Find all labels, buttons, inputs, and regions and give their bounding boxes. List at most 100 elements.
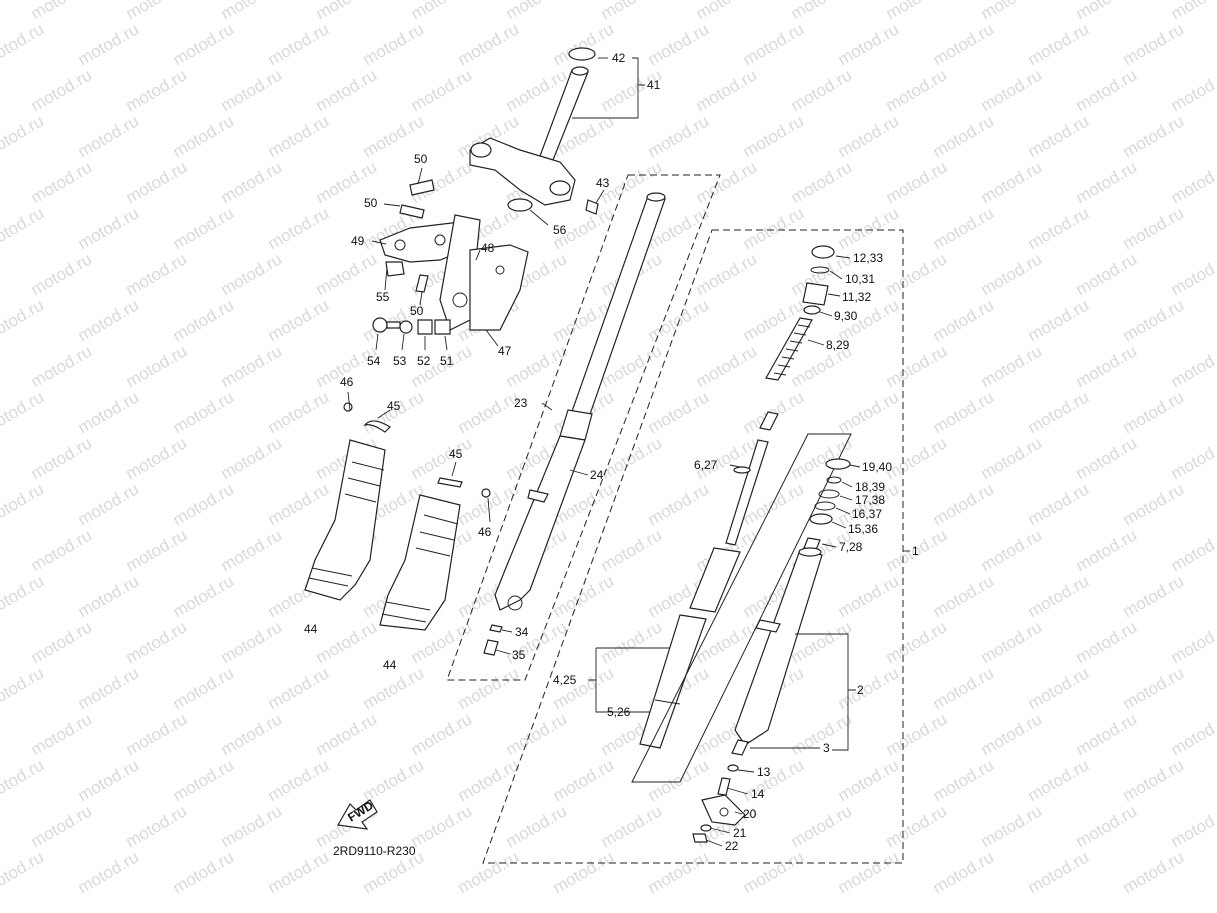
diagram-code: 2RD9110-R230 [333,844,416,858]
callout-45: 45 [449,447,463,461]
watermark-text: motod.ru [930,663,998,713]
leader-lines [347,57,910,847]
callout-8-29: 8,29 [826,338,850,352]
watermark-text: motod.ru [1073,525,1141,575]
callout-44: 44 [304,622,318,636]
watermark-text: motod.ru [28,249,96,299]
callout-46: 46 [340,375,354,389]
watermark-text: motod.ru [835,755,903,805]
callout-54: 54 [367,354,381,368]
callout-51: 51 [440,354,454,368]
callout-50: 50 [410,304,424,318]
callout-34: 34 [515,625,529,639]
watermark-text: motod.ru [788,433,856,483]
watermark-text: motod.ru [598,617,666,667]
watermark-text: motod.ru [1073,341,1141,391]
watermark-text: motod.ru [1025,387,1093,437]
steering-stem [469,47,599,215]
watermark-text: motod.ru [75,479,143,529]
watermark-text: motod.ru [360,755,428,805]
watermark-text: motod.ru [835,19,903,69]
callout-labels: 42 41 43 56 50 50 49 48 55 50 47 54 53 5… [304,51,919,853]
watermark-text: motod.ru [930,19,998,69]
watermark-text: motod.ru [550,19,618,69]
watermark-text: motod.ru [883,341,951,391]
watermark-text: motod.ru [740,755,808,805]
watermark-text: motod.ru [28,525,96,575]
watermark-text: motod.ru [1120,295,1188,345]
watermark-text: motod.ru [170,295,238,345]
watermark-text: motod.ru [503,801,571,851]
watermark-text: motod.ru [313,65,381,115]
watermark-text: motod.ru [883,433,951,483]
watermark-text: motod.ru [1073,249,1141,299]
watermark-text: motod.ru [0,111,47,161]
watermark-text: motod.ru [455,847,523,897]
watermark-text: motod.ru [788,157,856,207]
watermark-text: motod.ru [835,571,903,621]
watermark-text: motod.ru [1025,847,1093,897]
watermark-text: motod.ru [0,571,47,621]
fork-boots [304,439,491,631]
watermark-text: motod.ru [75,203,143,253]
watermark-text: motod.ru [75,387,143,437]
watermark-text: motod.ru [1168,709,1217,759]
watermark-text: motod.ru [123,433,191,483]
watermark-text: motod.ru [28,617,96,667]
watermark-text: motod.ru [218,249,286,299]
watermark-text: motod.ru [28,801,96,851]
watermark-text: motod.ru [123,617,191,667]
callout-49: 49 [351,234,365,248]
callout-5-26: 5,26 [607,705,631,719]
callout-55: 55 [376,290,390,304]
callout-24: 24 [590,468,604,482]
callout-20: 20 [743,807,757,821]
watermark-text: motod.ru [835,387,903,437]
callout-22: 22 [725,839,739,853]
watermark-text: motod.ru [645,19,713,69]
watermark-text: motod.ru [1168,65,1217,115]
watermark-text: motod.ru [930,479,998,529]
watermark-text: motod.ru [550,571,618,621]
callout-9-30: 9,30 [834,309,858,323]
callout-48: 48 [481,241,495,255]
watermark-text: motod.ru [218,525,286,575]
callout-1: 1 [912,544,919,558]
watermark-text: motod.ru [408,709,476,759]
watermark-text: motod.ru [1120,203,1188,253]
callout-15-36: 15,36 [848,522,878,536]
watermark-text: motod.ru [1120,571,1188,621]
watermark-text: motod.ru [0,203,47,253]
watermark-text: motod.ru [170,571,238,621]
watermark-text: motod.ru [740,19,808,69]
watermark-text: motod.ru [28,433,96,483]
watermark-text: motod.ru [788,709,856,759]
watermark-text: motod.ru [265,663,333,713]
watermark-text: motod.ru [1120,387,1188,437]
watermark-text: motod.ru [835,847,903,897]
watermark-text: motod.ru [598,801,666,851]
watermark-text: motod.ru [1073,709,1141,759]
watermark-text: motod.ru [883,157,951,207]
watermark-text: motod.ru [1168,249,1217,299]
watermark-text: motod.ru [123,249,191,299]
watermark-text: motod.ru [645,387,713,437]
watermark-text: motod.ru [693,249,761,299]
watermark-text: motod.ru [408,65,476,115]
watermark-text: motod.ru [1120,755,1188,805]
callout-52: 52 [417,354,431,368]
headlight-brackets [343,179,529,433]
watermark-text: motod.ru [930,571,998,621]
callout-3: 3 [823,741,830,755]
watermark-text: motod.ru [265,479,333,529]
watermark-text: motod.ru [218,433,286,483]
watermark-text: motod.ru [1025,571,1093,621]
callout-4-25: 4,25 [553,673,577,687]
watermark-text: motod.ru [28,709,96,759]
watermark-text: motod.ru [1168,157,1217,207]
watermark-text: motod.ru [28,65,96,115]
callout-18-39: 18,39 [855,480,885,494]
callout-44: 44 [383,658,397,672]
callout-6-27: 6,27 [694,458,718,472]
